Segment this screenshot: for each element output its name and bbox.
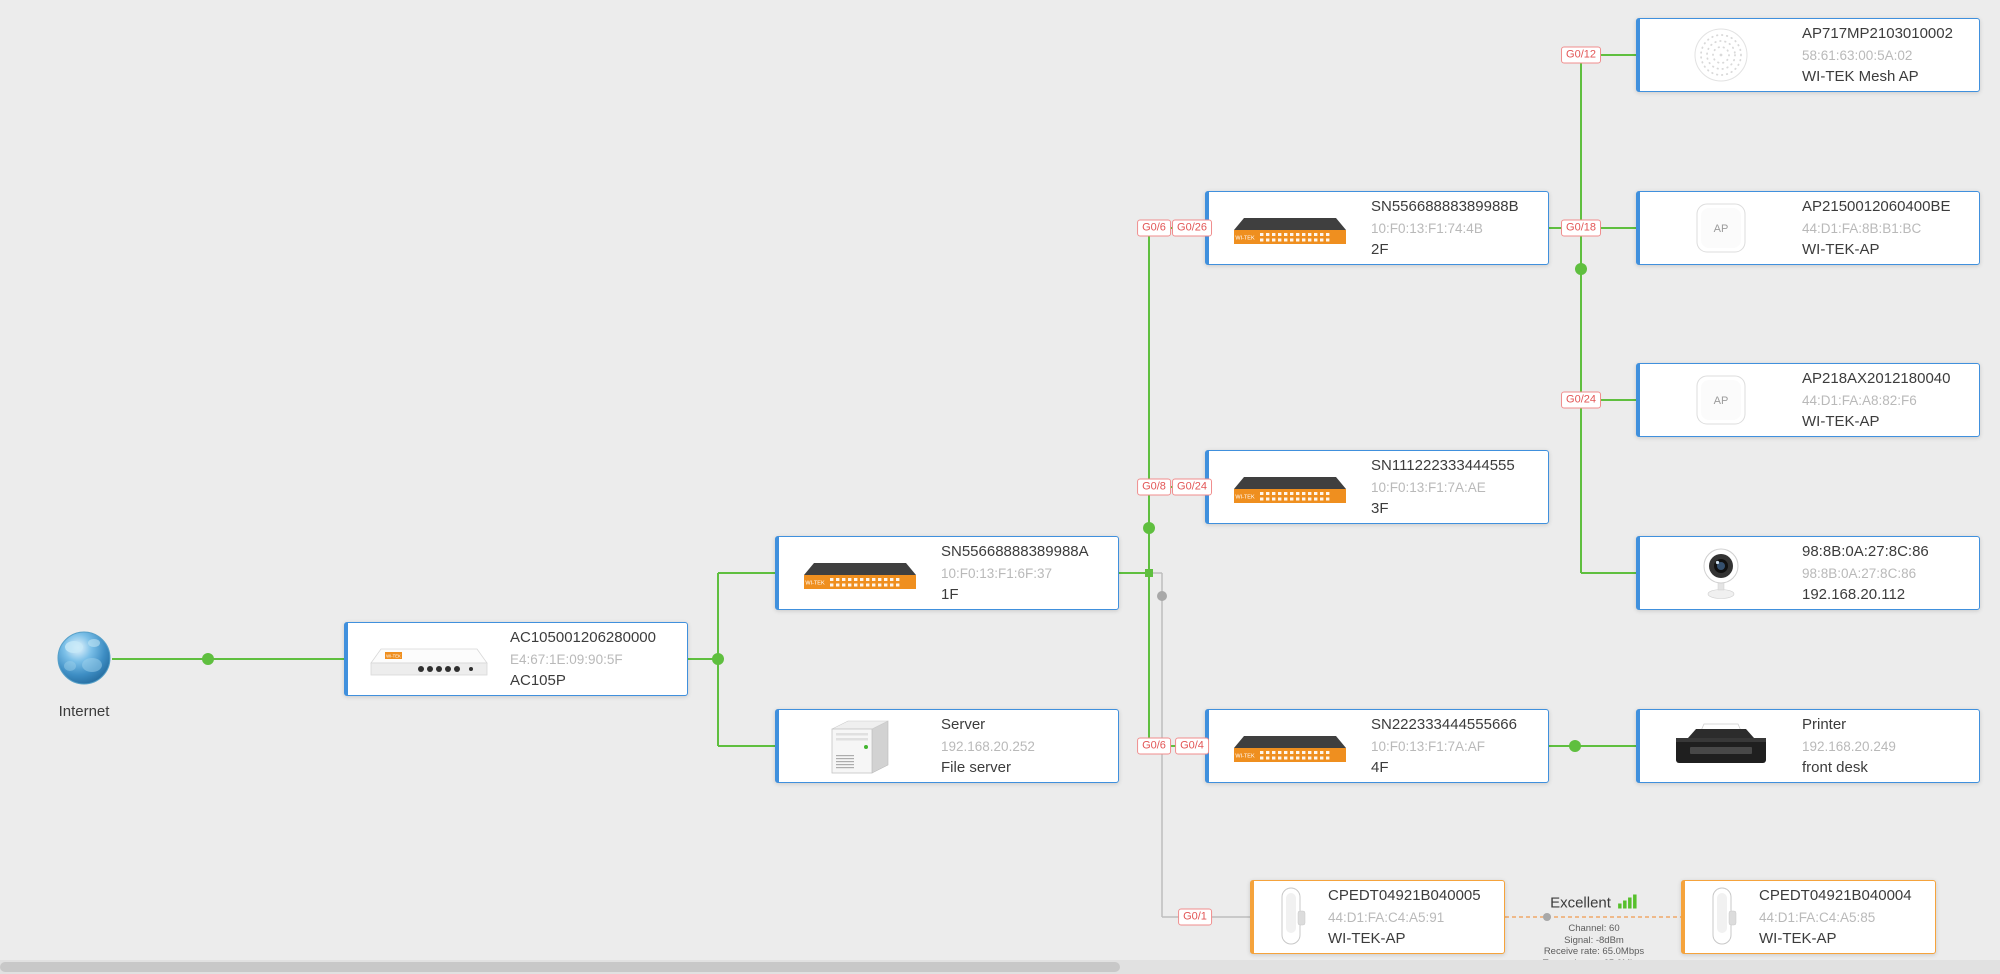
device-title: Printer <box>1802 715 1847 733</box>
internet-node[interactable]: Internet <box>28 630 140 720</box>
svg-text:AP: AP <box>1714 223 1729 235</box>
device-node-ap218[interactable]: AP AP218AX2012180040 44:D1:FA:A8:82:F6 W… <box>1636 363 1980 437</box>
device-title: SN55668888389988B <box>1371 197 1519 215</box>
device-mac: 10:F0:13:F1:74:4B <box>1371 220 1483 236</box>
device-node-printer[interactable]: Printer 192.168.20.249 front desk <box>1636 709 1980 783</box>
device-label: File server <box>941 758 1012 776</box>
switch-icon: WI-TEK <box>1209 206 1371 250</box>
device-node-switch-3f[interactable]: WI-TEK SN111222333444555 10:F0:13:F1:7A:… <box>1205 450 1549 524</box>
device-title: SN111222333444555 <box>1371 456 1515 474</box>
port-badge-g0-4: G0/4 <box>1175 737 1209 755</box>
device-title: AP218AX2012180040 <box>1802 369 1951 387</box>
device-mac: 44:D1:FA:8B:B1:BC <box>1802 220 1922 236</box>
device-label: 1F <box>941 585 959 603</box>
device-node-switch-2f[interactable]: WI-TEK SN55668888389988B 10:F0:13:F1:74:… <box>1205 191 1549 265</box>
device-label: 4F <box>1371 758 1389 776</box>
device-mac: E4:67:1E:09:90:5F <box>510 651 623 667</box>
device-title: SN55668888389988A <box>941 542 1089 560</box>
device-label: 2F <box>1371 240 1389 258</box>
ap-icon: AP <box>1640 202 1802 254</box>
device-mac: 10:F0:13:F1:6F:37 <box>941 565 1053 581</box>
svg-text:WI-TEK: WI-TEK <box>805 581 825 587</box>
svg-text:AP: AP <box>1714 395 1729 407</box>
device-label: AC105P <box>510 671 566 689</box>
signal-bars-icon <box>1617 893 1638 914</box>
device-title: SN222333444555666 <box>1371 715 1517 733</box>
wireless-signal: Signal: -8dBm <box>1564 934 1624 946</box>
wireless-quality-text: Excellent <box>1550 894 1611 912</box>
internet-label: Internet <box>58 703 110 720</box>
svg-text:WI-TEK: WI-TEK <box>1235 754 1255 760</box>
port-badge-g0-8: G0/8 <box>1137 478 1171 496</box>
device-mac: 192.168.20.249 <box>1802 738 1896 754</box>
port-badge-g0-24b: G0/24 <box>1172 478 1212 496</box>
horizontal-scrollbar-thumb[interactable] <box>0 962 1120 972</box>
device-node-switch-1f[interactable]: WI-TEK SN55668888389988A 10:F0:13:F1:6F:… <box>775 536 1119 610</box>
switch-icon: WI-TEK <box>1209 724 1371 768</box>
device-mac: 98:8B:0A:27:8C:86 <box>1802 565 1917 581</box>
port-badge-g0-24: G0/24 <box>1561 391 1601 409</box>
device-title: AP2150012060400BE <box>1802 197 1951 215</box>
device-mac: 10:F0:13:F1:7A:AF <box>1371 738 1486 754</box>
port-badge-g0-18: G0/18 <box>1561 219 1601 237</box>
device-label: 3F <box>1371 499 1389 517</box>
device-label: WI-TEK-AP <box>1759 929 1837 947</box>
device-title: CPEDT04921B040005 <box>1328 886 1481 904</box>
device-title: AP717MP2103010002 <box>1802 24 1953 42</box>
device-label: front desk <box>1802 758 1868 776</box>
cpe-icon <box>1254 884 1328 950</box>
device-title: CPEDT04921B040004 <box>1759 886 1912 904</box>
switch-icon: WI-TEK <box>779 551 941 595</box>
device-node-ac-controller[interactable]: WI-TEK AC105001206280000 E4:67:1E:09:90:… <box>344 622 688 696</box>
device-node-camera[interactable]: 98:8B:0A:27:8C:86 98:8B:0A:27:8C:86 192.… <box>1636 536 1980 610</box>
svg-text:WI-TEK: WI-TEK <box>386 653 401 658</box>
device-mac: 58:61:63:00:5A:02 <box>1802 47 1913 63</box>
svg-text:WI-TEK: WI-TEK <box>1235 236 1255 242</box>
device-node-mesh-ap[interactable]: AP717MP2103010002 58:61:63:00:5A:02 WI-T… <box>1636 18 1980 92</box>
device-node-ap215[interactable]: AP AP2150012060400BE 44:D1:FA:8B:B1:BC W… <box>1636 191 1980 265</box>
switch-icon: WI-TEK <box>1209 465 1371 509</box>
server-icon <box>779 715 941 777</box>
ap-icon: AP <box>1640 374 1802 426</box>
port-badge-g0-1: G0/1 <box>1178 908 1212 926</box>
horizontal-scrollbar[interactable] <box>0 960 2000 974</box>
device-node-server[interactable]: Server 192.168.20.252 File server <box>775 709 1119 783</box>
camera-icon <box>1640 544 1802 602</box>
port-badge-g0-6b: G0/6 <box>1137 737 1171 755</box>
device-label: WI-TEK-AP <box>1328 929 1406 947</box>
device-mac: 44:D1:FA:A8:82:F6 <box>1802 392 1917 408</box>
wireless-receive-rate: Receive rate: 65.0Mbps <box>1543 946 1645 957</box>
svg-text:WI-TEK: WI-TEK <box>1235 495 1255 501</box>
device-label: WI-TEK-AP <box>1802 240 1880 258</box>
device-mac: 10:F0:13:F1:7A:AE <box>1371 479 1486 495</box>
device-label: WI-TEK-AP <box>1802 412 1880 430</box>
cpe-icon <box>1685 884 1759 950</box>
globe-icon <box>56 630 112 691</box>
device-node-switch-4f[interactable]: WI-TEK SN222333444555666 10:F0:13:F1:7A:… <box>1205 709 1549 783</box>
device-node-cpe-005[interactable]: CPEDT04921B040005 44:D1:FA:C4:A5:91 WI-T… <box>1250 880 1505 954</box>
device-title: 98:8B:0A:27:8C:86 <box>1802 542 1929 560</box>
device-title: AC105001206280000 <box>510 628 656 646</box>
port-badge-g0-26: G0/26 <box>1172 219 1212 237</box>
router-icon: WI-TEK <box>348 639 510 679</box>
port-badge-g0-12: G0/12 <box>1561 46 1601 64</box>
device-mac: 192.168.20.252 <box>941 738 1035 754</box>
port-badge-g0-6: G0/6 <box>1137 219 1171 237</box>
device-node-cpe-004[interactable]: CPEDT04921B040004 44:D1:FA:C4:A5:85 WI-T… <box>1681 880 1936 954</box>
device-mac: 44:D1:FA:C4:A5:85 <box>1759 909 1876 925</box>
device-mac: 44:D1:FA:C4:A5:91 <box>1328 909 1445 925</box>
device-label: 192.168.20.112 <box>1802 585 1906 603</box>
mesh-ap-icon <box>1640 27 1802 83</box>
printer-icon <box>1640 719 1802 773</box>
wireless-link-quality: Excellent <box>1550 893 1638 914</box>
device-title: Server <box>941 715 986 733</box>
wireless-channel: Channel: 60 <box>1568 923 1620 934</box>
device-label: WI-TEK Mesh AP <box>1802 67 1919 85</box>
